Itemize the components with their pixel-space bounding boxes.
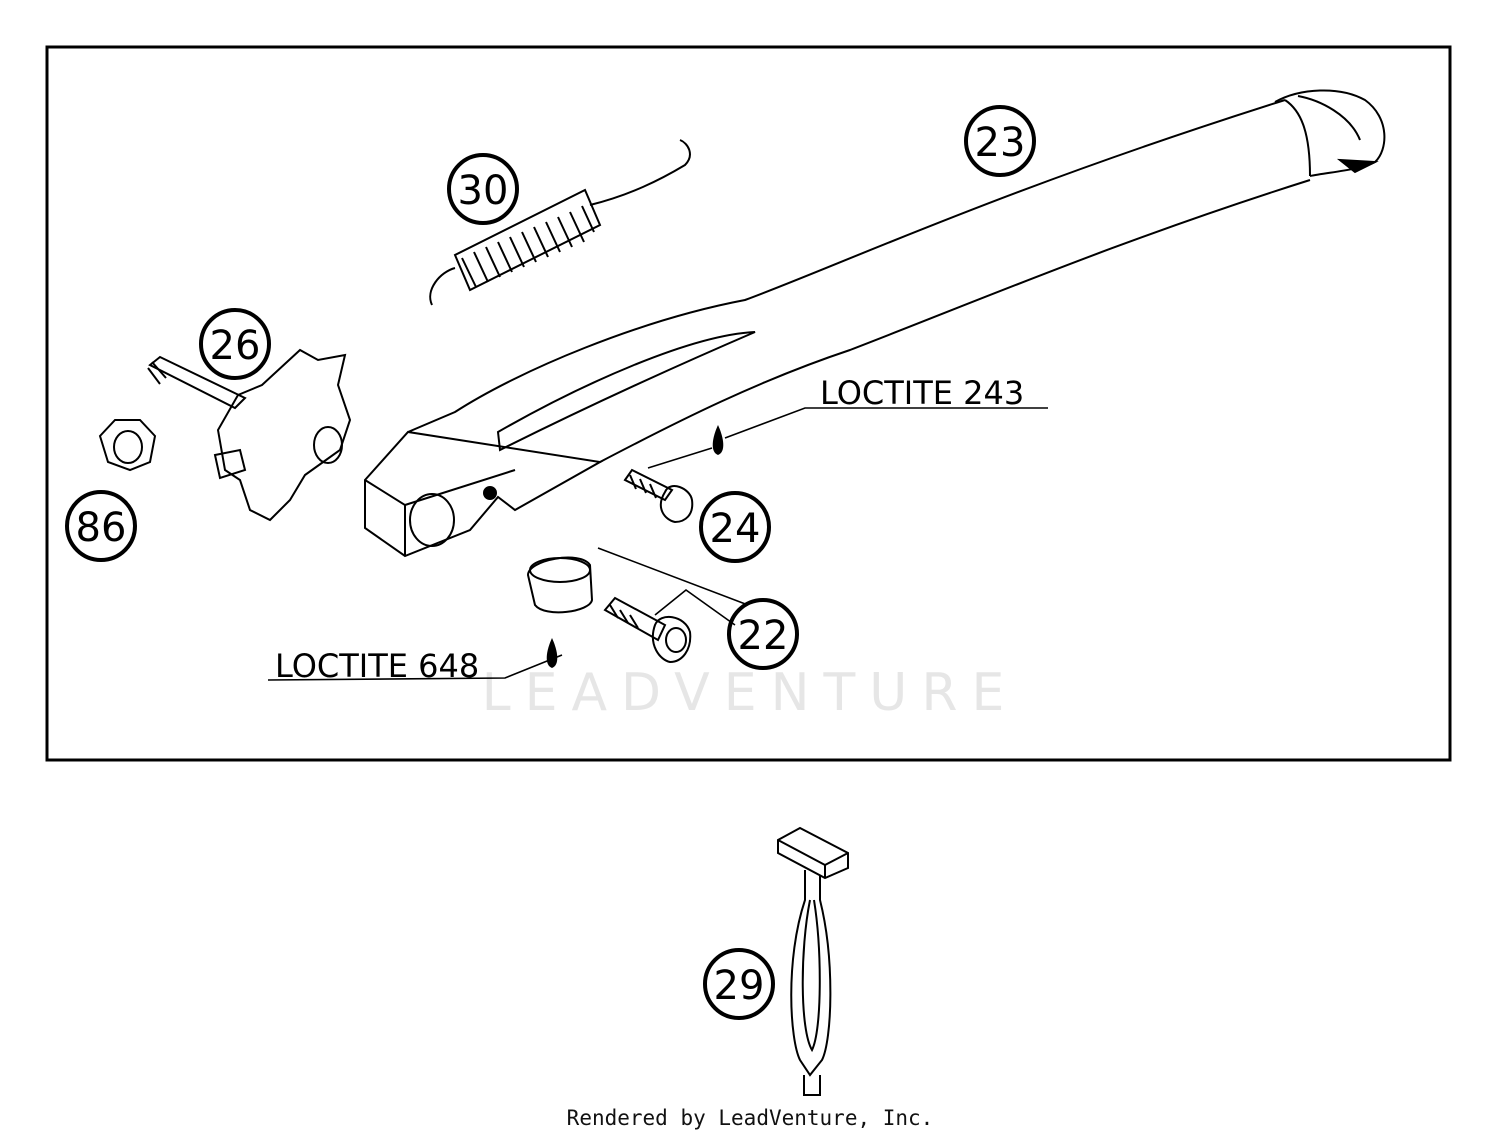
callout-86: 86	[65, 490, 137, 562]
loctite-243-label: LOCTITE 243	[820, 374, 1024, 412]
diagram-frame	[45, 45, 1452, 762]
loctite-648-label: LOCTITE 648	[275, 647, 479, 685]
spring	[429, 139, 691, 306]
footer-credit: Rendered by LeadVenture, Inc.	[566, 1106, 934, 1130]
loctite-drop-icon	[712, 425, 724, 455]
svg-text:29: 29	[714, 963, 765, 1009]
watermark: LEADVENTURE	[482, 663, 1019, 723]
svg-text:24: 24	[710, 506, 761, 552]
bracket-assembly	[147, 348, 352, 522]
callout-24: 24	[699, 491, 771, 563]
side-stand-leg	[364, 89, 1386, 558]
svg-text:23: 23	[975, 120, 1026, 166]
callout-30: 30	[447, 153, 519, 225]
callout-23: 23	[964, 105, 1036, 177]
callout-29: 29	[703, 948, 775, 1020]
nut	[98, 419, 157, 472]
bushing-and-bolt	[526, 556, 692, 664]
leader-lines	[267, 407, 1048, 681]
screw	[623, 468, 694, 524]
loctite-drop-icon	[546, 638, 558, 668]
callout-26: 26	[199, 308, 271, 380]
svg-text:86: 86	[76, 505, 127, 551]
svg-text:26: 26	[210, 323, 261, 369]
svg-text:22: 22	[738, 613, 789, 659]
callout-22: 22	[727, 598, 799, 670]
t-handle-tool	[777, 826, 849, 1096]
svg-text:30: 30	[458, 168, 509, 214]
